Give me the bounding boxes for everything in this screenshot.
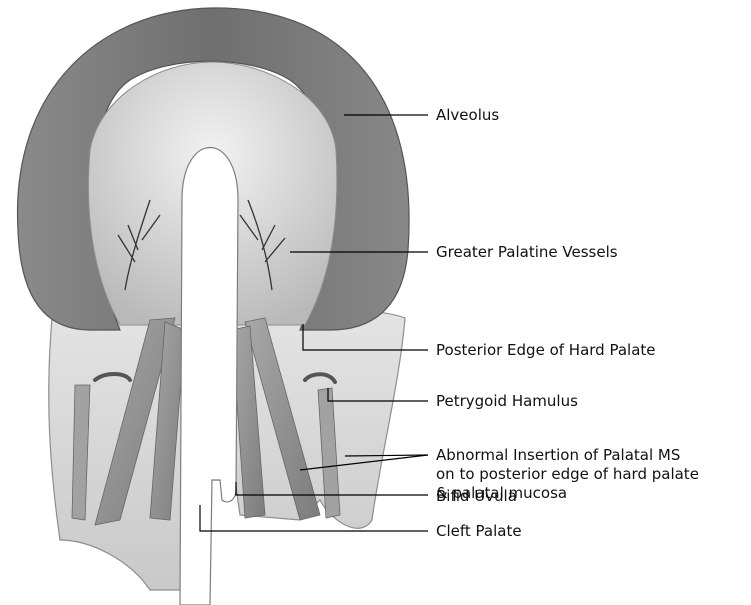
label-abnormal-line2: on to posterior edge of hard palate (436, 465, 699, 484)
label-petrygoid-hamulus: Petrygoid Hamulus (436, 392, 578, 411)
label-posterior-edge: Posterior Edge of Hard Palate (436, 341, 656, 360)
label-cleft-palate: Cleft Palate (436, 522, 522, 541)
label-alveolus: Alveolus (436, 106, 499, 125)
label-greater-palatine-vessels: Greater Palatine Vessels (436, 243, 618, 262)
cleft-gap (180, 148, 238, 605)
label-bifid-uvula: Bifid Uvula (436, 487, 517, 506)
label-abnormal-line1: Abnormal Insertion of Palatal MS (436, 446, 699, 465)
